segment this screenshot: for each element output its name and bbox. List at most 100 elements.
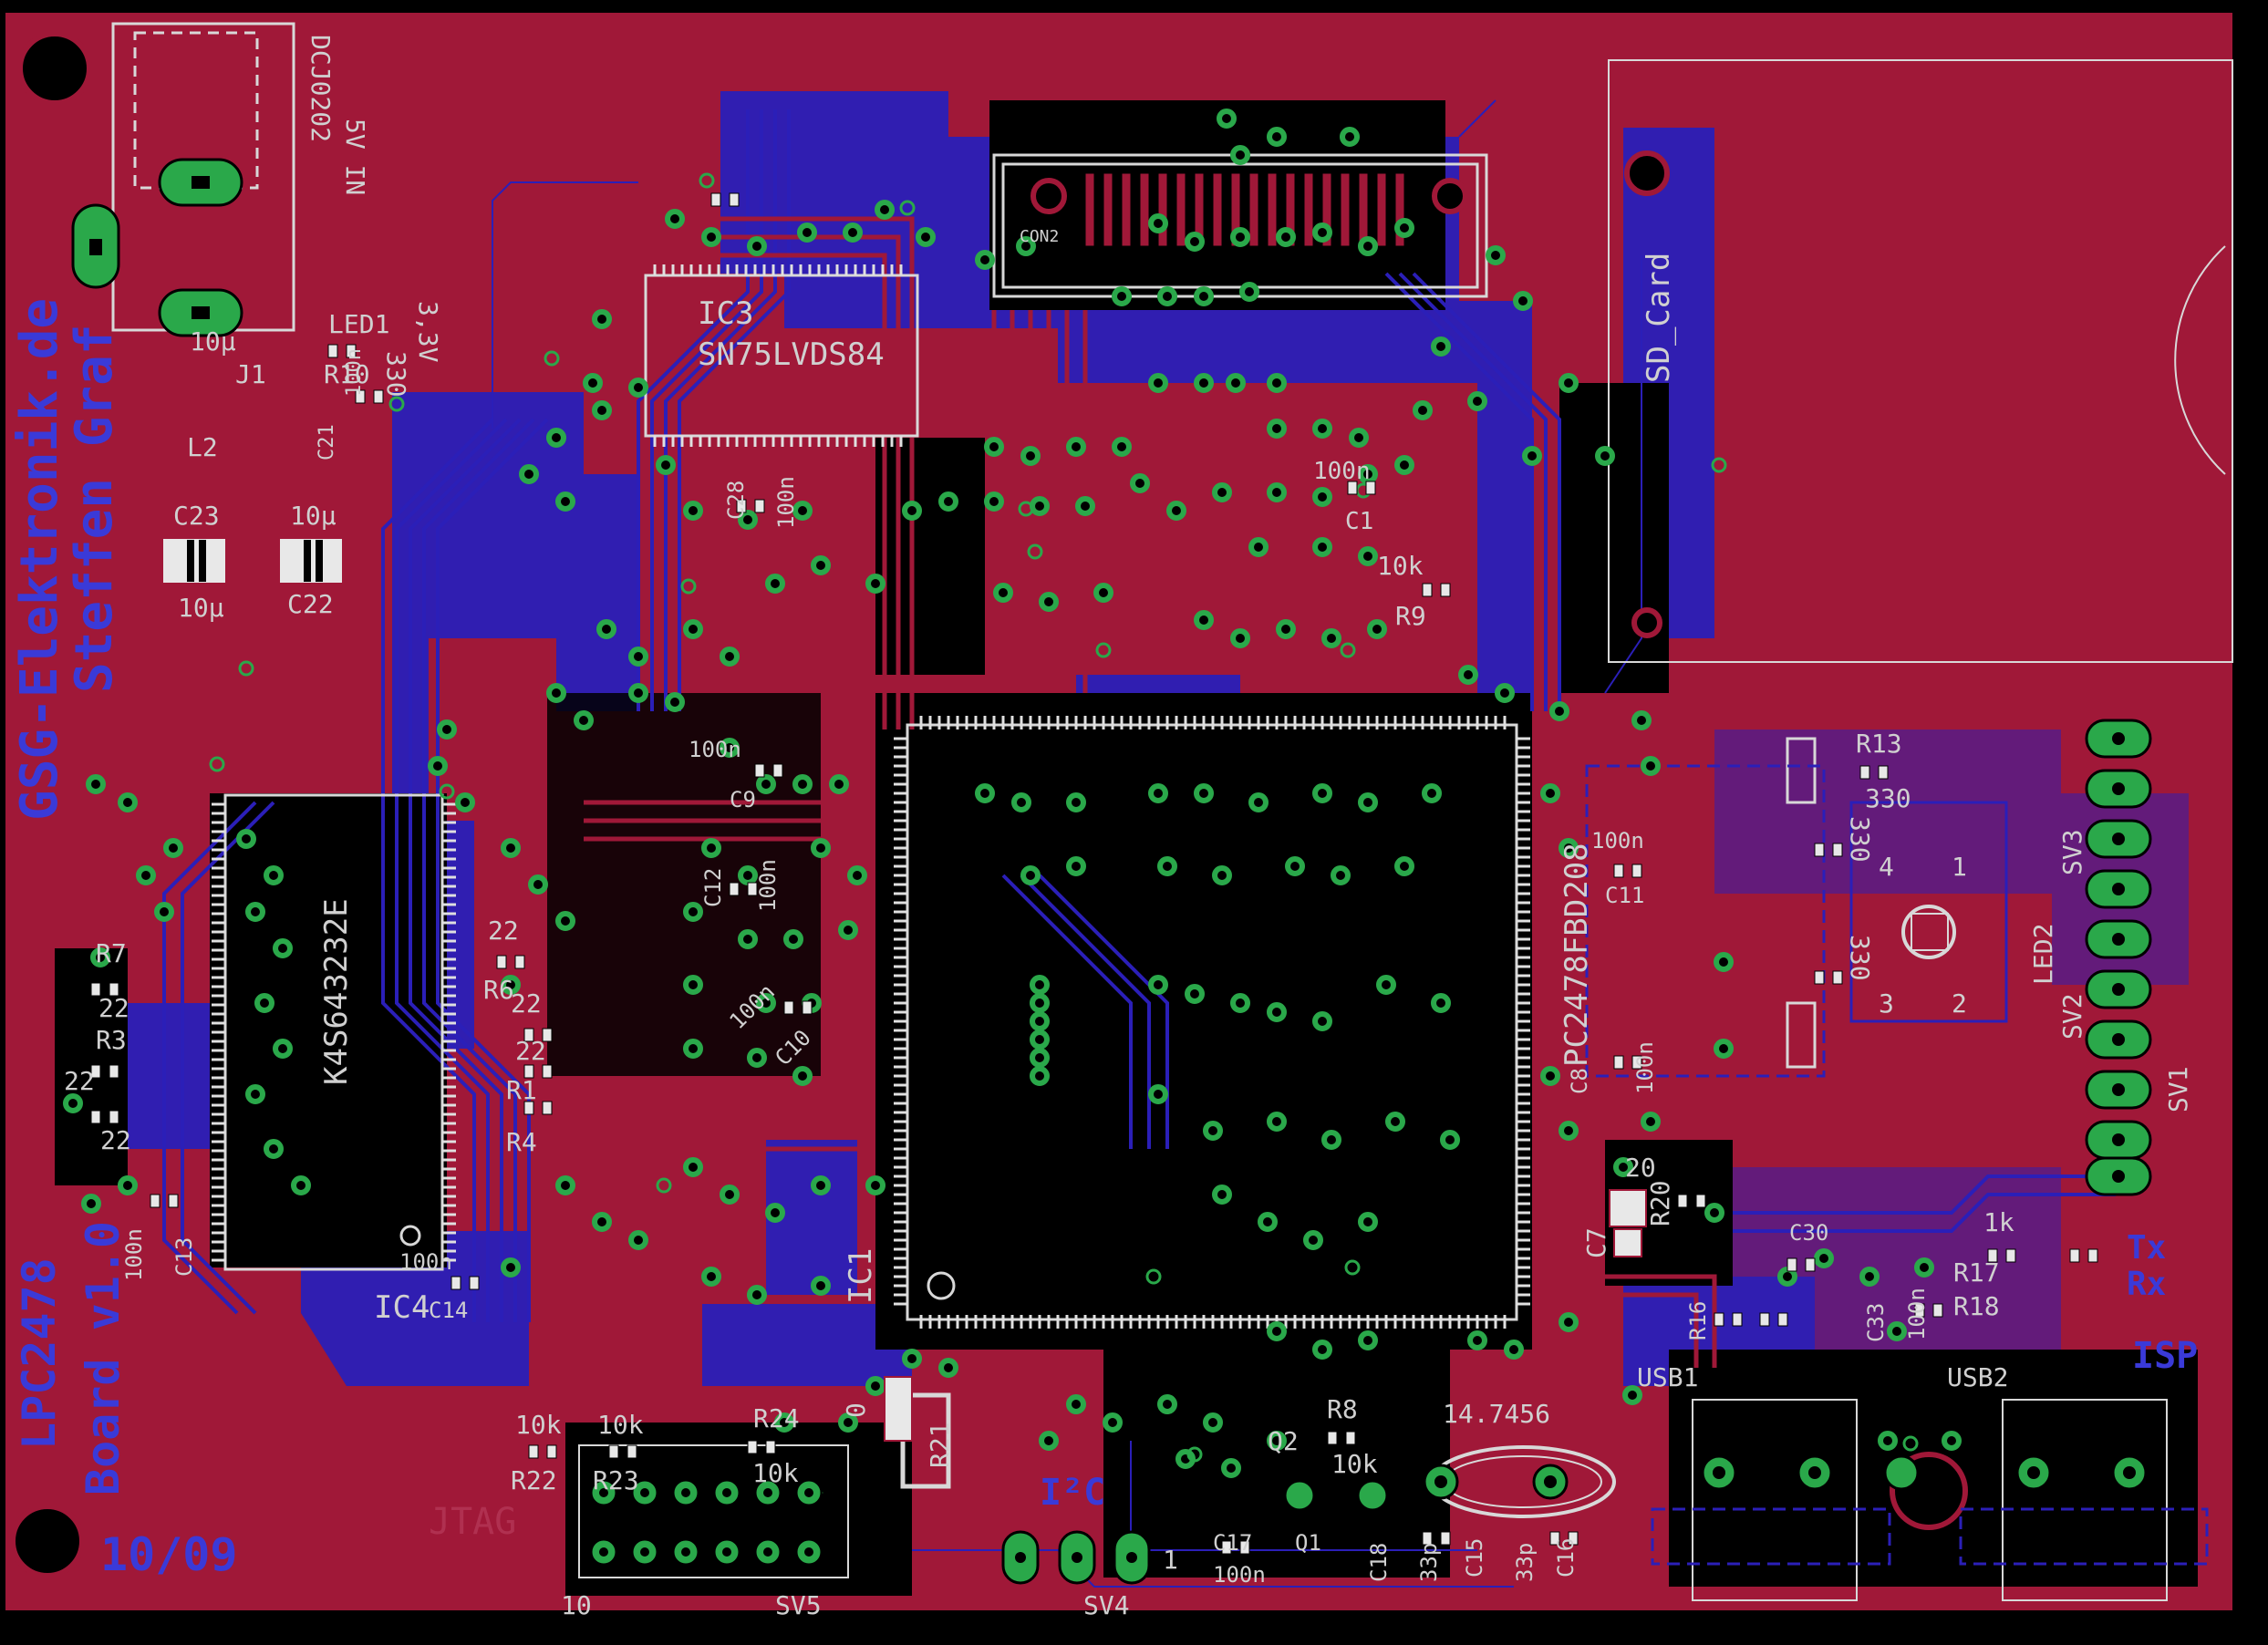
label-led2: LED2 — [2028, 924, 2058, 985]
label-5v-in: 5V IN — [340, 119, 370, 195]
label-r4: R4 — [506, 1127, 537, 1157]
sd-card-hole-top — [1624, 150, 1670, 196]
label-c21: C21 — [316, 424, 338, 460]
label-r6-value: 22 — [488, 916, 519, 946]
label-c7: C7 — [1581, 1227, 1611, 1258]
label-c33-value: 100n — [1904, 1288, 1930, 1340]
i2c-text: I²C — [1040, 1472, 1105, 1514]
brand-text: GSG-Elektronik.de — [10, 298, 69, 821]
label-c22: C22 — [287, 589, 334, 619]
label-con2: CON2 — [1020, 227, 1059, 246]
label-r9-value: 10k — [1377, 551, 1424, 581]
label-sd-card: SD_Card — [1641, 253, 1677, 383]
label-r2-value: 22 — [100, 1125, 131, 1155]
jtag-outline — [578, 1444, 849, 1578]
label-r17: R17 — [1953, 1257, 2000, 1288]
label-r10: R10 — [324, 359, 370, 389]
product-text: LPC2478 — [13, 1257, 66, 1450]
label-c9-value: 100n — [689, 737, 741, 762]
ic4-pin1-marker — [399, 1225, 421, 1247]
label-r22: R22 — [511, 1465, 557, 1495]
label-ic4-part: K4S643232E — [318, 898, 355, 1085]
label-c23-value: 10µ — [178, 593, 224, 623]
label-r8-value: 10k — [1331, 1449, 1378, 1479]
ic3-pins — [653, 264, 903, 447]
label-sv5-pin10: 10 — [561, 1590, 592, 1620]
isp-text: ISP — [2132, 1335, 2198, 1377]
label-r24: R24 — [753, 1403, 800, 1433]
label-led2-pin1: 1 — [1952, 852, 1967, 882]
mounting-hole-bottom-left — [10, 1504, 85, 1578]
label-sv1: SV1 — [2163, 1066, 2193, 1112]
silkscreen-labels: DCJ0202 5V IN 3,3V LED1 330 R10 100n C21… — [64, 35, 2193, 1620]
label-ic3: IC3 — [698, 295, 753, 332]
label-c18: C18 — [1366, 1543, 1392, 1582]
label-3v3: 3,3V — [413, 301, 443, 363]
label-r1-value: 22 — [511, 988, 542, 1019]
date-text: 10/09 — [100, 1528, 238, 1581]
label-c17: C17 — [1213, 1530, 1252, 1556]
label-r7-value: 22 — [98, 993, 129, 1023]
usb2-outline — [2002, 1399, 2168, 1601]
label-sv3: SV3 — [2057, 829, 2087, 875]
label-ic4: IC4 — [374, 1289, 430, 1326]
label-c12-value: 100n — [755, 859, 781, 912]
label-ic1: IC1 — [843, 1248, 879, 1304]
label-c24-value: 10µ — [190, 326, 236, 357]
label-led1: LED1 — [328, 309, 389, 339]
label-c8-value: 100n — [1632, 1041, 1658, 1094]
tx-text: Tx — [2127, 1229, 2166, 1267]
label-usb1: USB1 — [1637, 1362, 1698, 1392]
label-r32-value: 330 — [1845, 935, 1875, 981]
label-r16: R16 — [1685, 1301, 1711, 1340]
label-sv2: SV2 — [2057, 993, 2087, 1040]
label-c1: C1 — [1345, 508, 1373, 535]
cap-details — [187, 540, 323, 582]
label-c11: C11 — [1605, 883, 1644, 908]
label-r17-value: 1k — [1983, 1207, 2014, 1237]
label-r10-value: 330 — [381, 351, 411, 398]
label-sv4-pin1: 1 — [1163, 1545, 1178, 1575]
label-c22-value: 10µ — [290, 501, 337, 531]
label-c15: C15 — [1462, 1538, 1487, 1578]
usb-footprints — [1585, 764, 2209, 1566]
label-r20-value: 20 — [1625, 1153, 1656, 1183]
jtag-label: JTAG — [429, 1501, 516, 1543]
sd-card-outline — [1608, 59, 2233, 663]
label-l2: L2 — [187, 432, 218, 462]
con2-hole-right — [1432, 178, 1468, 214]
label-r22-value: 10k — [515, 1410, 562, 1440]
label-sv5: SV5 — [775, 1590, 822, 1620]
label-r5-value: 22 — [64, 1066, 95, 1096]
label-c28: C28 — [723, 481, 749, 520]
label-r18: R18 — [1953, 1291, 2000, 1321]
label-r23-value: 10k — [597, 1410, 644, 1440]
sd-card-hole-bottom — [1631, 607, 1662, 638]
label-led2-pin4: 4 — [1879, 852, 1894, 882]
ic1-pins — [894, 716, 1530, 1329]
label-r13-value: 330 — [1865, 783, 1911, 813]
label-r4-value: 22 — [515, 1036, 546, 1066]
label-c16-value: 33p — [1512, 1543, 1538, 1582]
label-c14-value: 100n — [399, 1249, 452, 1275]
label-dcj0202: DCJ0202 — [306, 35, 336, 142]
label-r6: R6 — [483, 975, 514, 1005]
label-c18-value: 100n — [1213, 1562, 1266, 1588]
label-c14: C14 — [429, 1298, 468, 1323]
label-sv4: SV4 — [1083, 1590, 1130, 1620]
label-r36-value: 330 — [1845, 816, 1875, 863]
label-c23: C23 — [173, 501, 220, 531]
label-c16: C16 — [1553, 1538, 1579, 1578]
label-led2-pin2: 2 — [1952, 988, 1967, 1019]
label-c33: C33 — [1863, 1303, 1889, 1342]
label-q2: Q2 — [1268, 1426, 1299, 1456]
label-c8: C8 — [1567, 1068, 1592, 1094]
label-c11-value: 100n — [1591, 828, 1644, 854]
smd-passives — [90, 192, 2098, 1555]
usb1-outline — [1692, 1399, 1858, 1601]
label-c13-value: 100n — [121, 1228, 147, 1281]
label-c12: C12 — [700, 868, 726, 907]
ic1-pin1-marker — [927, 1271, 956, 1300]
label-c1-value: 100n — [1313, 458, 1371, 485]
